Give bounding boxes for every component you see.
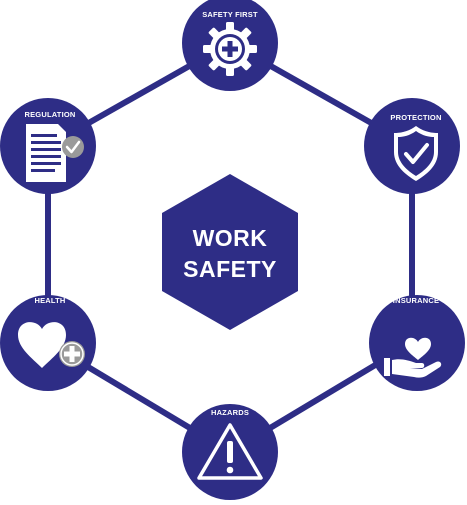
node-protection: PROTECTION bbox=[364, 98, 460, 194]
center-hexagon-shape bbox=[162, 174, 298, 330]
node-label-hazards: HAZARDS bbox=[211, 408, 249, 417]
watermark-id: 2099694596 bbox=[4, 385, 14, 495]
node-hazards: HAZARDS bbox=[182, 404, 278, 500]
warning-triangle-icon bbox=[197, 423, 263, 480]
center-title-line1: WORK bbox=[193, 225, 268, 251]
center-hexagon: WORK SAFETY bbox=[162, 174, 298, 330]
hand-heart-icon bbox=[384, 337, 442, 378]
center-title-line2: SAFETY bbox=[183, 256, 277, 282]
node-safety-first: SAFETY FIRST bbox=[182, 0, 278, 91]
node-label-insurance: INSURANCE bbox=[393, 296, 439, 305]
node-label-protection: PROTECTION bbox=[390, 113, 441, 122]
document-check-icon bbox=[26, 124, 84, 182]
gear-plus-icon bbox=[203, 22, 257, 76]
node-regulation: REGULATION bbox=[0, 98, 96, 194]
heart-plus-icon bbox=[18, 322, 85, 368]
node-label-health: HEALTH bbox=[34, 296, 65, 305]
shield-check-icon bbox=[394, 126, 438, 181]
node-label-safety-first: SAFETY FIRST bbox=[202, 10, 258, 19]
node-health: HEALTH bbox=[0, 295, 96, 391]
node-insurance: INSURANCE bbox=[369, 295, 465, 391]
node-label-regulation: REGULATION bbox=[24, 110, 75, 119]
